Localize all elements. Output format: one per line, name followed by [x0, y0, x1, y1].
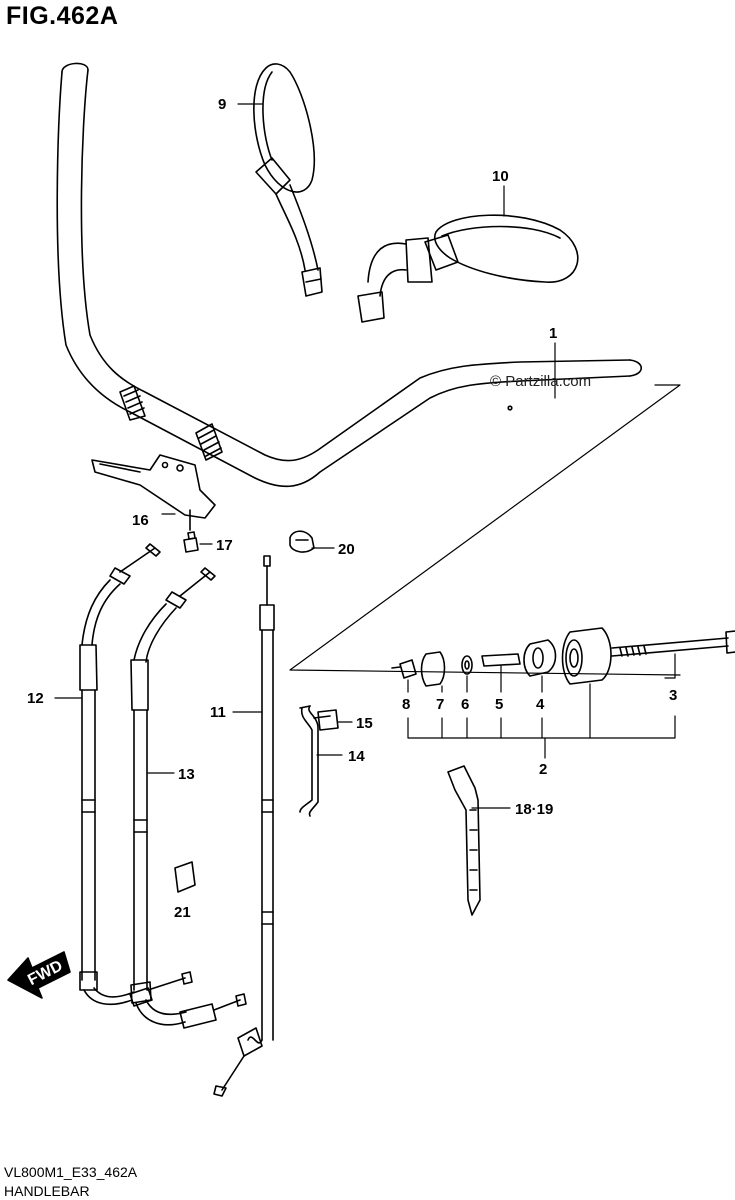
- mirror-left: [253, 63, 323, 297]
- label-21: [174, 861, 196, 893]
- leader-lines: [54, 103, 676, 809]
- callout-10: 10: [492, 168, 509, 185]
- callout-21: 21: [174, 904, 191, 921]
- callout-12: 12: [27, 690, 44, 707]
- handlebar: [56, 62, 643, 488]
- figure-title: FIG.462A: [6, 2, 119, 30]
- cable-tie: [447, 765, 481, 916]
- bolt-17: [183, 531, 199, 553]
- callout-7: 7: [436, 696, 444, 713]
- callout-4: 4: [536, 696, 545, 713]
- figure-name: HANDLEBAR: [4, 1183, 90, 1199]
- cable-12: [79, 543, 161, 1007]
- callout-labels: 1 2 3 4 5 6 7 8 9 10 11 12 13 14 15 16 1…: [25, 96, 677, 989]
- cable-guide-bracket: [91, 454, 216, 531]
- mirror-right: [357, 214, 579, 323]
- callout-5: 5: [495, 696, 503, 713]
- watermark: © Partzilla.com: [490, 373, 592, 390]
- screw-15: [313, 709, 339, 731]
- callout-6: 6: [461, 696, 469, 713]
- cable-13: [130, 567, 247, 1029]
- callout-8: 8: [402, 696, 410, 713]
- clamp-14: [299, 705, 319, 817]
- explode-lines: [289, 384, 681, 676]
- callout-18-19: 18·19: [515, 801, 553, 818]
- callout-20: 20: [338, 541, 355, 558]
- figure-code: VL800M1_E33_462A: [4, 1164, 138, 1180]
- callout-9: 9: [218, 96, 226, 113]
- weight-assembly: [391, 627, 735, 687]
- clamp-20: [289, 530, 315, 553]
- callout-3: 3: [669, 687, 677, 704]
- callout-1: 1: [549, 325, 557, 342]
- callout-2: 2: [539, 761, 547, 778]
- fwd-arrow: [7, 951, 71, 999]
- callout-13: 13: [178, 766, 195, 783]
- callout-16: 16: [132, 512, 149, 529]
- callout-14: 14: [348, 748, 365, 765]
- callout-15: 15: [356, 715, 373, 732]
- callout-17: 17: [216, 537, 233, 554]
- cable-11: [213, 555, 275, 1097]
- callout-11: 11: [210, 704, 226, 721]
